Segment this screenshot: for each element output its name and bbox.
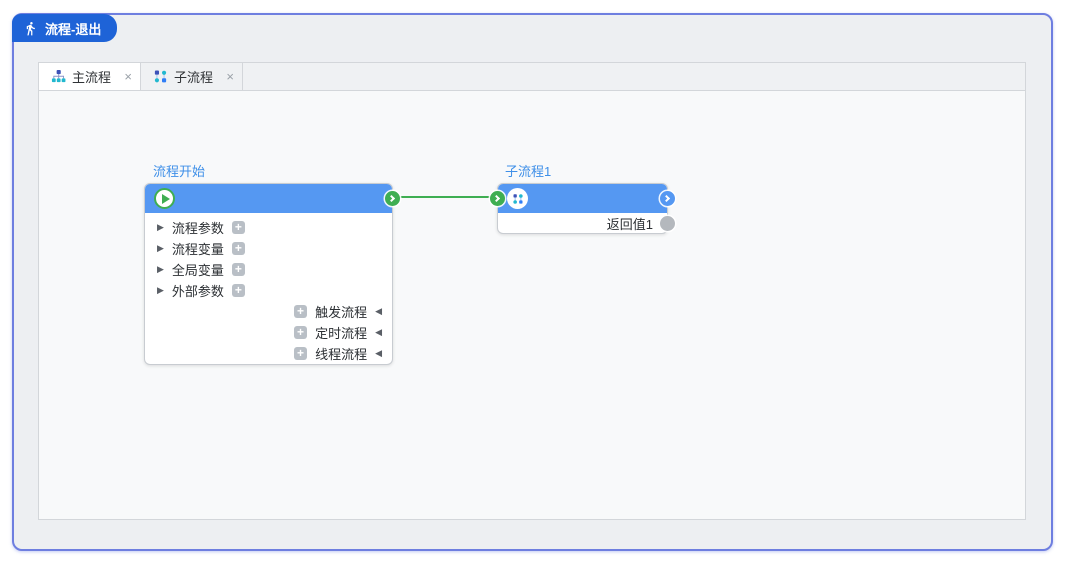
- tab-main-flow[interactable]: 主流程 ×: [39, 63, 141, 90]
- output-port[interactable]: [385, 191, 400, 206]
- row-label: 外部参数: [171, 284, 224, 299]
- start-node-body: ▶ 流程参数 + ▶ 流程变量 + ▶ 全局变量 +: [145, 213, 392, 364]
- row-label: 线程流程: [315, 347, 368, 362]
- row-label: 触发流程: [315, 305, 368, 320]
- sub-node-title: 子流程1: [505, 164, 552, 179]
- sub-flow-icon: [153, 69, 168, 84]
- tab-label: 子流程: [174, 70, 214, 85]
- add-button[interactable]: +: [231, 263, 245, 276]
- list-item[interactable]: ▶ 外部参数 +: [145, 280, 392, 301]
- start-node-title: 流程开始: [153, 164, 206, 179]
- collapse-icon[interactable]: ◀: [375, 327, 382, 337]
- close-icon[interactable]: ×: [226, 69, 234, 84]
- add-button[interactable]: +: [294, 326, 308, 339]
- main-flow-icon: [51, 69, 66, 84]
- walking-person-icon: [23, 21, 38, 36]
- row-label: 流程变量: [171, 242, 224, 257]
- flow-canvas[interactable]: 流程开始 ▶ 流程参数 + ▶ 流程变量 +: [39, 91, 1025, 518]
- row-label: 全局变量: [171, 263, 224, 278]
- expand-icon[interactable]: ▶: [157, 243, 164, 253]
- list-item[interactable]: + 触发流程 ◀: [145, 301, 392, 322]
- editor-panel: 主流程 × 子流程 × 流程开始: [38, 62, 1026, 520]
- collapse-icon[interactable]: ◀: [375, 348, 382, 358]
- add-button[interactable]: +: [294, 305, 308, 318]
- tab-sub-flow[interactable]: 子流程 ×: [141, 63, 243, 90]
- expand-icon[interactable]: ▶: [157, 222, 164, 232]
- close-icon[interactable]: ×: [124, 69, 132, 84]
- tab-bar: 主流程 × 子流程 ×: [39, 63, 1025, 91]
- sub-node-header[interactable]: [490, 184, 675, 213]
- sub-flow-node[interactable]: 返回值1: [490, 183, 675, 234]
- row-label: 定时流程: [315, 326, 368, 341]
- connection-line[interactable]: [396, 196, 498, 198]
- list-item[interactable]: + 线程流程 ◀: [145, 343, 392, 364]
- return-value-label: 返回值1: [606, 217, 653, 232]
- start-node[interactable]: ▶ 流程参数 + ▶ 流程变量 + ▶ 全局变量 +: [144, 183, 400, 365]
- return-value-port[interactable]: [660, 216, 675, 231]
- flow-exit-badge: 流程-退出: [12, 14, 118, 42]
- list-item[interactable]: ▶ 全局变量 +: [145, 259, 392, 280]
- badge-label: 流程-退出: [45, 21, 102, 37]
- collapse-icon[interactable]: ◀: [375, 306, 382, 316]
- row-label: 流程参数: [171, 221, 224, 236]
- expand-icon[interactable]: ▶: [157, 285, 164, 295]
- sub-flow-icon: [507, 188, 528, 209]
- list-item[interactable]: ▶ 流程参数 +: [145, 217, 392, 238]
- output-port[interactable]: [660, 191, 675, 206]
- start-node-header[interactable]: [145, 184, 400, 213]
- list-item[interactable]: + 定时流程 ◀: [145, 322, 392, 343]
- list-item[interactable]: ▶ 流程变量 +: [145, 238, 392, 259]
- play-icon: [154, 188, 175, 209]
- expand-icon[interactable]: ▶: [157, 264, 164, 274]
- add-button[interactable]: +: [231, 284, 245, 297]
- add-button[interactable]: +: [294, 347, 308, 360]
- add-button[interactable]: +: [231, 242, 245, 255]
- input-port[interactable]: [490, 191, 505, 206]
- tab-label: 主流程: [72, 70, 112, 85]
- add-button[interactable]: +: [231, 221, 245, 234]
- return-value-row[interactable]: 返回值1: [498, 213, 667, 234]
